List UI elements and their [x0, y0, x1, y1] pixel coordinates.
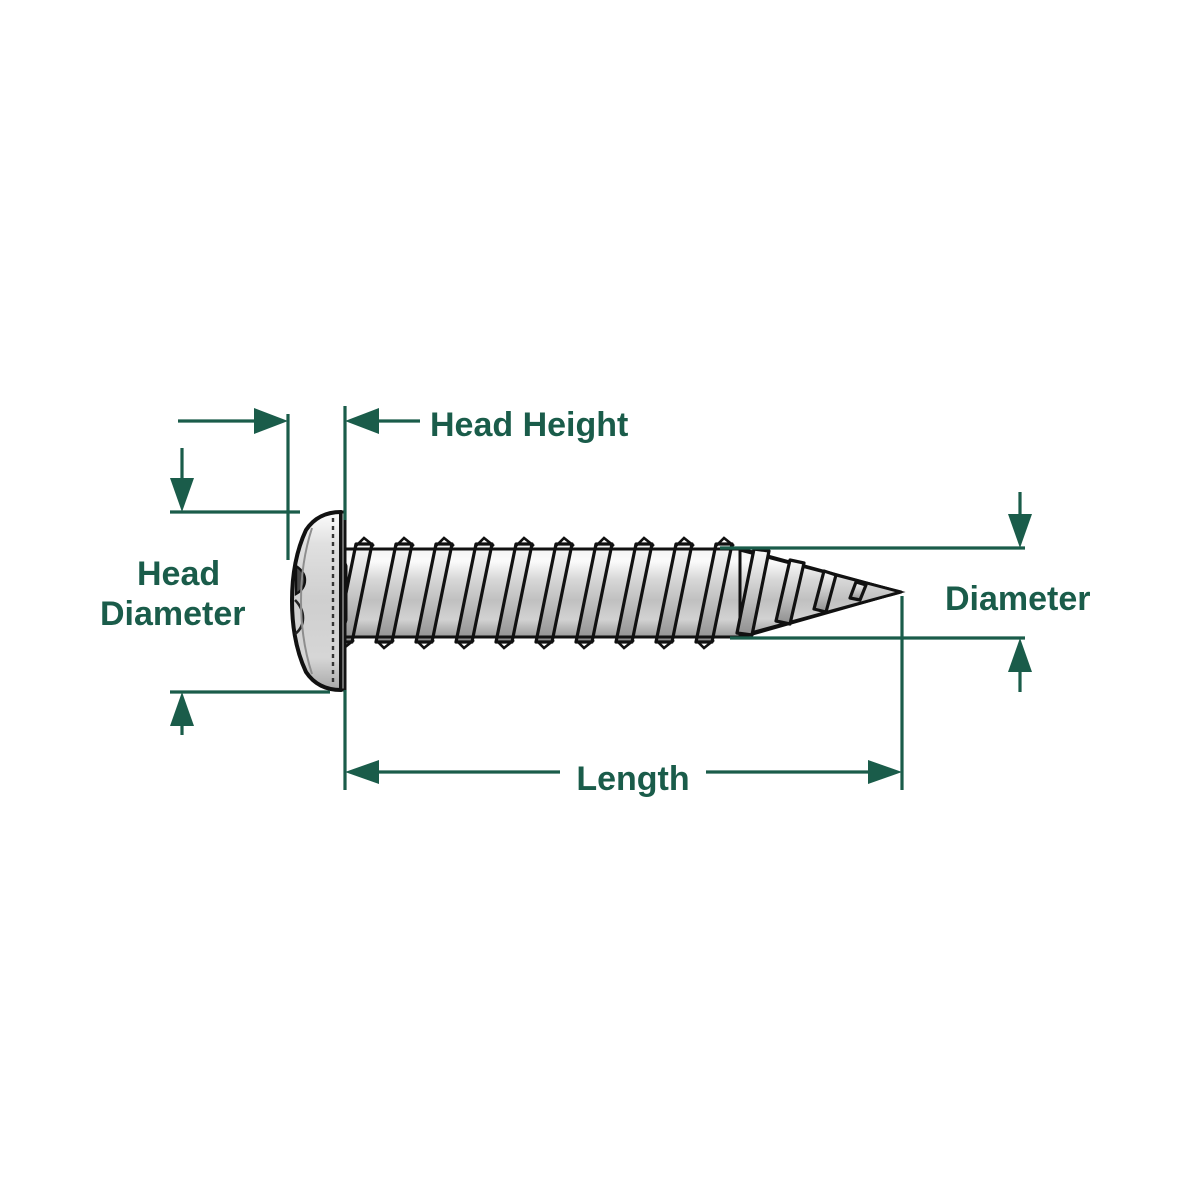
head-face	[339, 510, 347, 692]
shaft-outline	[336, 547, 742, 639]
label-diameter: Diameter	[945, 580, 1091, 618]
thread-crests-bottom	[335, 638, 715, 650]
head-diameter-arrow-bottom	[170, 692, 194, 735]
label-head-height: Head Height	[430, 406, 628, 444]
head-highlight	[299, 527, 313, 675]
thread-crests-top	[355, 536, 735, 548]
length-arrow-left	[345, 760, 560, 784]
phillips-drive-shadow	[294, 599, 305, 636]
screw-illustration	[290, 510, 906, 692]
length-arrow-right	[706, 760, 902, 784]
label-head-diameter-line1: Head	[137, 555, 220, 593]
label-head-diameter-line2: Diameter	[100, 595, 246, 633]
head-height-arrow-right	[345, 408, 420, 434]
head-diameter-arrow-top	[170, 448, 194, 512]
head-height-arrow-left	[178, 408, 288, 434]
dimension-labels: Head Height Head Diameter Diameter Lengt…	[100, 406, 1091, 798]
diameter-arrow-bottom	[1008, 638, 1032, 692]
diameter-arrow-top	[1008, 492, 1032, 548]
dimension-annotations	[170, 406, 1032, 790]
label-length: Length	[576, 760, 689, 798]
